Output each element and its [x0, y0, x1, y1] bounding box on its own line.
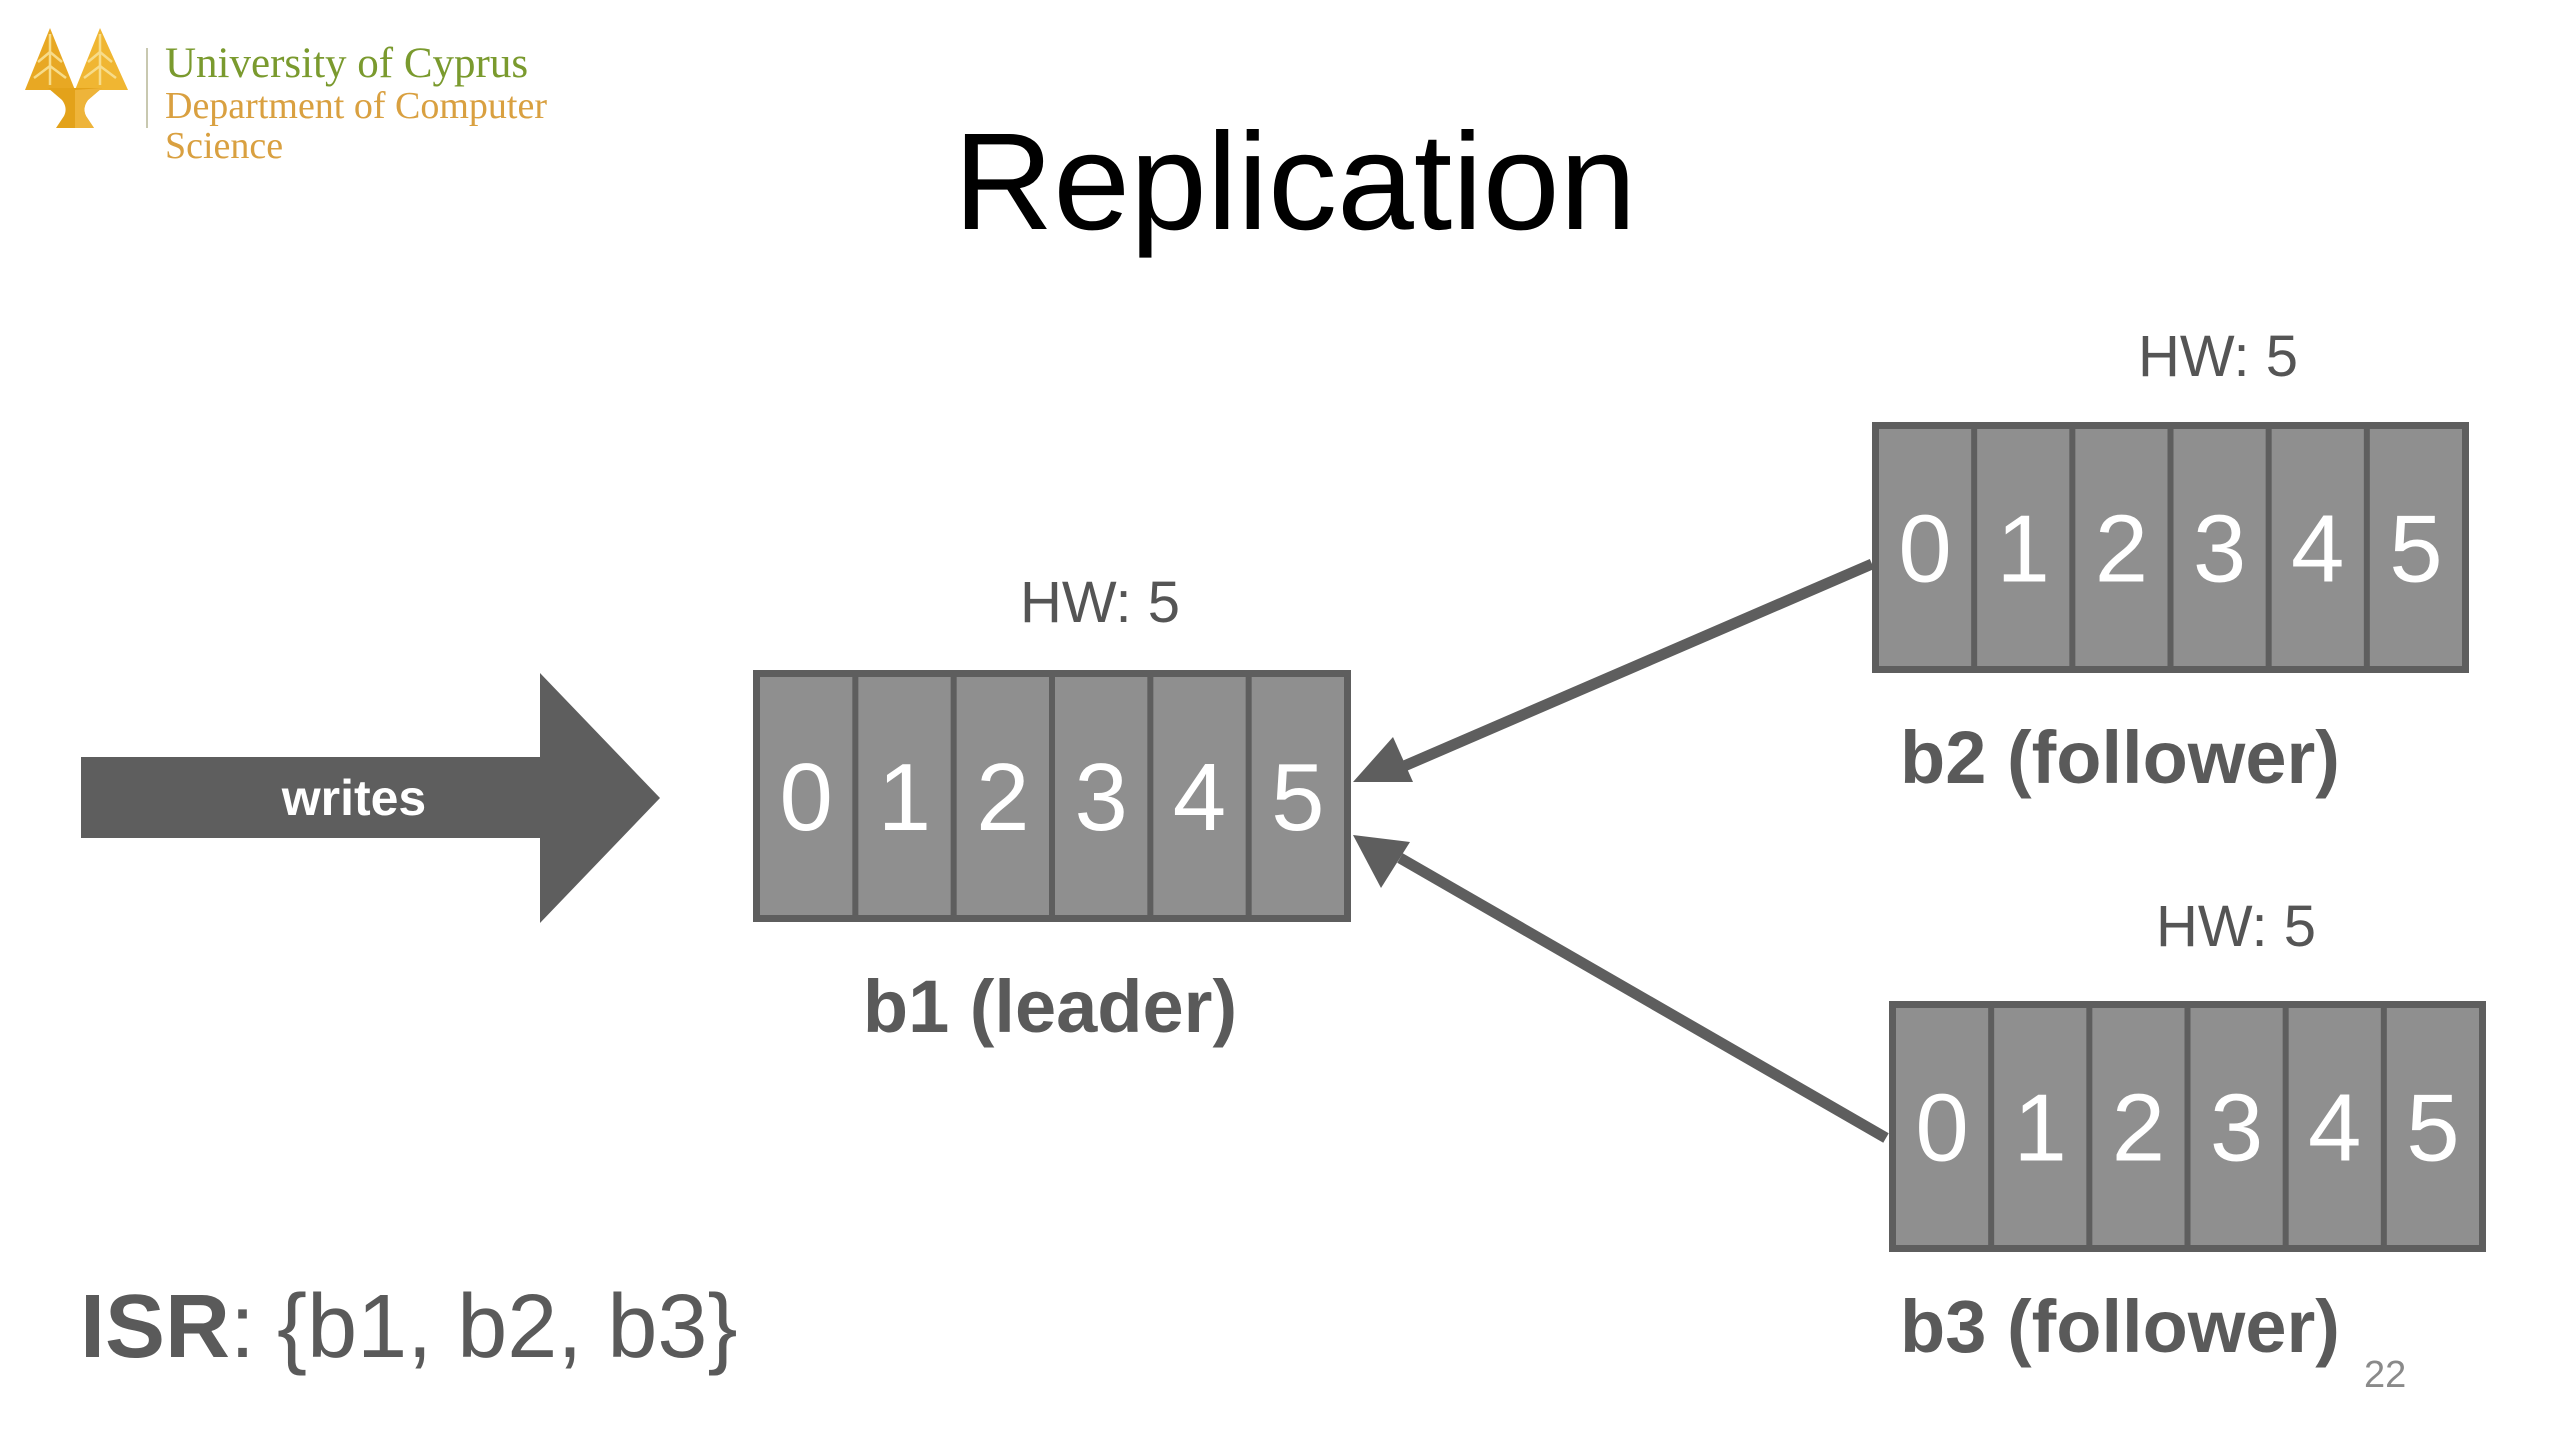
isr-separator: :: [230, 1277, 255, 1377]
log-cell: [2288, 1008, 2381, 1245]
department-name-line1: Department of Computer: [165, 85, 547, 127]
log-offset: 0: [779, 744, 832, 851]
replication-arrows: [1353, 558, 1889, 1143]
university-logo: University of Cyprus Department of Compu…: [25, 28, 547, 167]
department-name-line2: Science: [165, 125, 283, 167]
replication-arrow-b3-to-b1: [1353, 835, 1889, 1143]
log-offset: 2: [976, 744, 1029, 851]
slide-title: Replication: [954, 105, 1637, 259]
log-frame: [1889, 1001, 2486, 1252]
writes-arrow: writes: [81, 673, 660, 923]
isr-key: ISR: [80, 1277, 230, 1377]
log-offset: 3: [1074, 744, 1127, 851]
log-cell: [1977, 429, 2070, 666]
broker-label: b3 (follower): [1900, 1285, 2340, 1368]
high-watermark-label: HW: 5: [2156, 894, 2316, 959]
log-frame: [1872, 422, 2469, 673]
isr-set: ISR:{b1, b2, b3}: [80, 1277, 738, 1377]
log-cell: [2271, 429, 2364, 666]
log-cell: [2092, 1008, 2185, 1245]
writes-arrow-shape: [81, 673, 660, 923]
log-cell: [2369, 429, 2462, 666]
high-watermark-label: HW: 5: [2138, 324, 2298, 389]
log-cell: [2075, 429, 2168, 666]
log-offset: 1: [1997, 496, 2050, 603]
isr-text: ISR:{b1, b2, b3}: [80, 1277, 738, 1377]
log-cell: [1994, 1008, 2087, 1245]
log-cell: [1896, 1008, 1989, 1245]
arrowhead-icon: [1353, 737, 1413, 782]
log-offset: 0: [1915, 1075, 1968, 1182]
log-offset: 0: [1898, 496, 1951, 603]
writes-label: writes: [281, 770, 427, 826]
log-cell: [1879, 429, 1972, 666]
log-offset: 2: [2112, 1075, 2165, 1182]
log-cell: [2190, 1008, 2283, 1245]
log-cell: [2173, 429, 2266, 666]
log-offset: 1: [2014, 1075, 2067, 1182]
replication-arrow-b2-to-b1: [1353, 558, 1875, 782]
log-cell: [956, 677, 1049, 915]
log-offset: 5: [2389, 496, 2442, 603]
page-number: 22: [2364, 1354, 2406, 1396]
high-watermark-label: HW: 5: [1020, 570, 1180, 635]
log-cell: [858, 677, 951, 915]
isr-members: {b1, b2, b3}: [277, 1277, 737, 1377]
log-offset: 5: [2406, 1075, 2459, 1182]
log-offset: 4: [1173, 744, 1226, 851]
university-name: University of Cyprus: [165, 40, 528, 87]
log-cell: [1251, 677, 1344, 915]
log-offset: 5: [1271, 744, 1324, 851]
cypress-tree-icon: [25, 28, 128, 128]
arrowhead-icon: [1353, 835, 1410, 888]
broker-label: b2 (follower): [1900, 716, 2340, 799]
log-offset: 3: [2193, 496, 2246, 603]
log-frame: [753, 670, 1351, 922]
log-offset: 4: [2308, 1075, 2361, 1182]
broker-label: b1 (leader): [863, 965, 1237, 1048]
log-cell: [1055, 677, 1148, 915]
log-cell: [760, 677, 853, 915]
log-offset: 4: [2291, 496, 2344, 603]
log-cell: [2386, 1008, 2479, 1245]
log-offset: 1: [878, 744, 931, 851]
log-cell: [1153, 677, 1246, 915]
log-offset: 3: [2210, 1075, 2263, 1182]
log-offset: 2: [2095, 496, 2148, 603]
